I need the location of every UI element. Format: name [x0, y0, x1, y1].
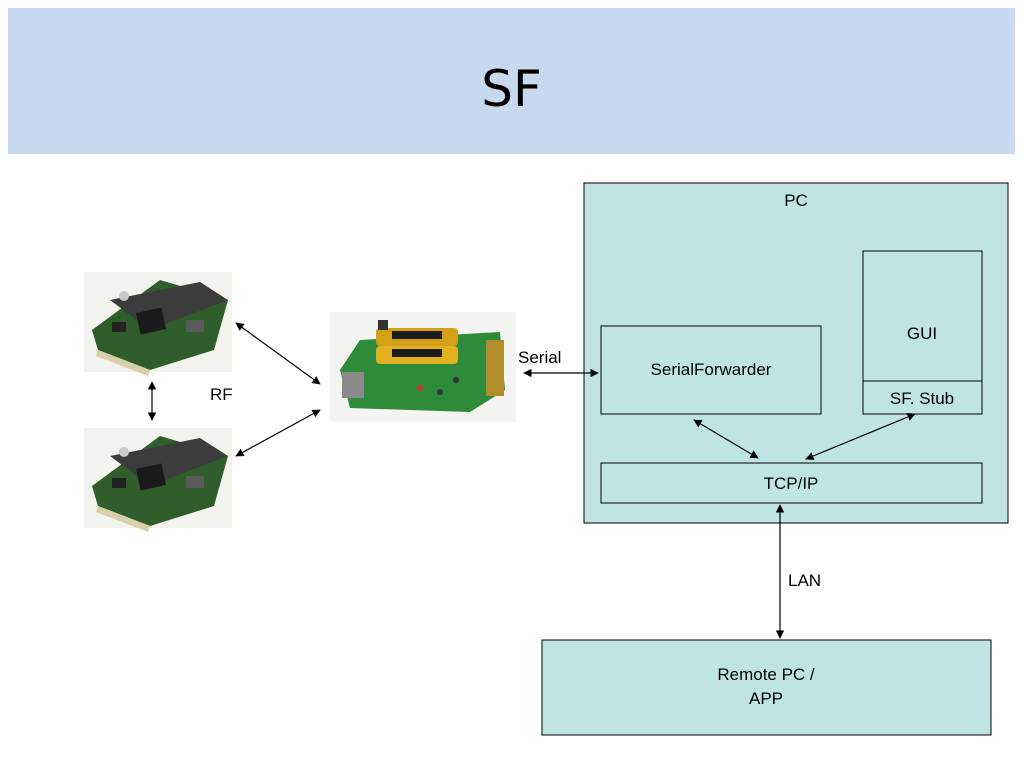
gui-label: GUI	[907, 324, 937, 343]
tcpip-box	[600, 462, 983, 504]
programming-board-image	[330, 312, 516, 422]
serial-forwarder-label: SerialForwarder	[651, 360, 772, 379]
tcpip-label: TCP/IP	[764, 474, 819, 493]
gui-box	[862, 250, 983, 382]
serial-label: Serial	[518, 348, 561, 367]
remote-pc-label-line2: APP	[749, 689, 783, 708]
remote-pc-label-line1: Remote PC /	[717, 665, 815, 684]
serial-forwarder-box	[600, 325, 822, 415]
rf-label: RF	[210, 385, 233, 404]
remote-pc-box	[541, 639, 992, 736]
rf-top-mote-arrow	[235, 322, 321, 385]
rf-bottom-mote-arrow	[235, 409, 321, 457]
mote-board-image-bottom	[84, 428, 232, 532]
lan-label: LAN	[788, 571, 821, 590]
mote-board-image-top	[84, 272, 232, 376]
sf-to-tcpip-arrow	[693, 419, 759, 459]
pc-label: PC	[784, 191, 808, 210]
sf-stub-label: SF. Stub	[890, 389, 954, 408]
title-bar: SF	[8, 8, 1015, 154]
stub-to-tcpip-arrow	[805, 413, 916, 460]
sf-stub-box	[862, 380, 983, 415]
slide-title: SF	[481, 60, 542, 118]
